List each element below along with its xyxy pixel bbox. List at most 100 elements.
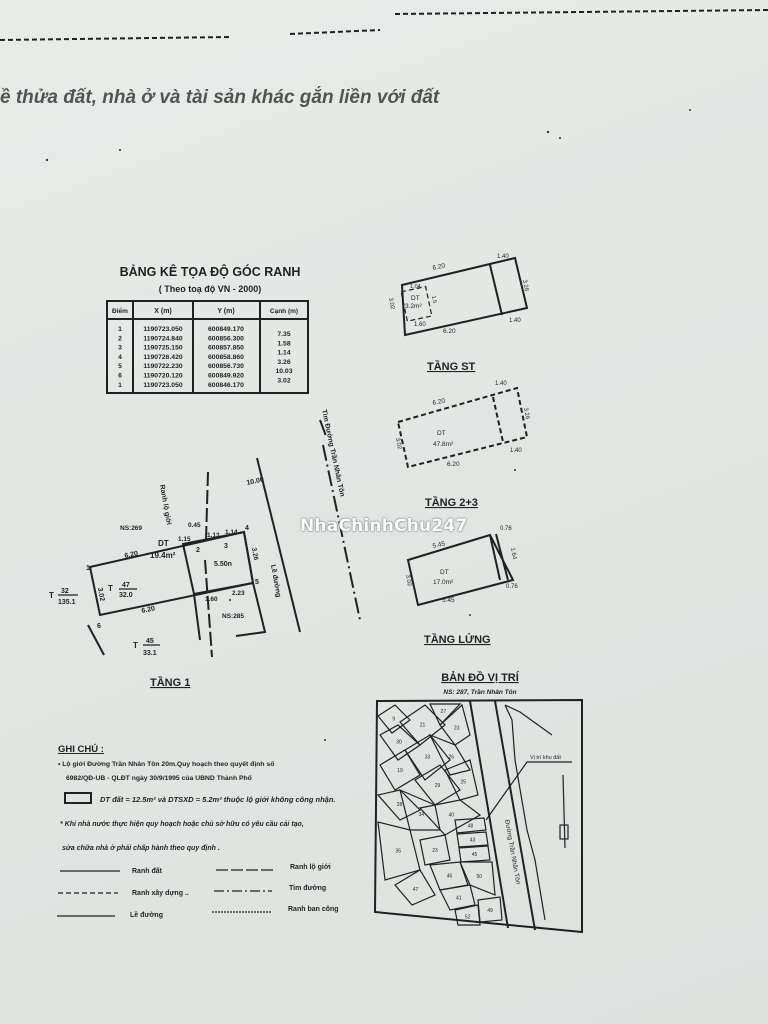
table-cell-point: 5 <box>118 363 122 370</box>
site-label: Vị trí khu đất <box>530 755 561 761</box>
map-parcel <box>459 861 496 896</box>
map-parcel <box>428 733 471 776</box>
legend-ranh-lo-gioi: Ranh lộ giới <box>290 864 331 871</box>
parcel-number: 30 <box>396 739 402 745</box>
point-2: 2 <box>196 547 200 554</box>
st-inner-top: 1.04 <box>410 284 421 290</box>
f23-right: 3.26 <box>522 407 530 420</box>
area-label: DT <box>158 539 169 548</box>
coordinate-table: BẢNG KÊ TỌA ĐỘ GÓC RANH ( Theo toạ độ VN… <box>106 264 309 394</box>
t1-den: 32.0 <box>119 592 133 599</box>
table-cell-point: 2 <box>118 335 122 342</box>
st-inner-side: 1.5 <box>430 295 437 304</box>
table-cell-y: 600849.170 <box>208 326 244 333</box>
f23-area-label: DT <box>437 430 446 437</box>
location-map: BẢN ĐỒ VỊ TRÍ NS: 287, Trần Nhân Tôn 930… <box>373 671 583 934</box>
tang-st-title: TẦNG ST <box>427 360 476 373</box>
parcel-number: 21 <box>420 722 426 728</box>
st-right: 3.26 <box>521 279 529 292</box>
lung-left: 3.02 <box>404 574 412 587</box>
map-parcel <box>439 884 476 911</box>
tang-lung-title: TẦNG LỬNG <box>424 633 491 646</box>
table-cell-point: 6 <box>118 373 122 380</box>
st-inner-bottom: 1.60 <box>414 322 426 328</box>
notes-title: GHI CHÚ : <box>58 743 104 755</box>
legend-le-duong: Lề đường <box>130 910 163 919</box>
svg-text:T: T <box>108 584 113 593</box>
parcel-number: 26 <box>448 754 454 760</box>
table-cell-point: 1 <box>118 382 122 389</box>
st-top-right: 1.40 <box>497 254 509 260</box>
col-header-x: X (m) <box>154 308 172 315</box>
parcel-number: 23 <box>432 848 438 854</box>
parcel-number: 45 <box>472 852 478 858</box>
note-line-5: sửa chữa nhà ở phải chấp hành theo quy đ… <box>62 844 220 852</box>
map-parcel <box>456 831 489 848</box>
table-subtitle: ( Theo toạ độ VN - 2000) <box>159 284 262 294</box>
floor-plan-tang-2-3: DT 47.8m² 6.20 6.20 1.40 1.40 3.26 3.02 … <box>394 381 530 509</box>
ns-285-label: NS:285 <box>222 613 244 620</box>
note-line-3: DT đất = 12.5m² và DTSXD = 5.2m² thuộc l… <box>100 795 336 804</box>
st-left: 3.02 <box>387 297 395 310</box>
map-parcel <box>458 845 491 863</box>
f23-bottom: 6.20 <box>447 461 460 468</box>
lung-bottom: 5.45 <box>442 597 455 604</box>
table-cell-edge: 3.02 <box>277 378 290 385</box>
table-cell-x: 1190723.050 <box>143 326 183 333</box>
dim-160: 1.60 <box>205 596 218 603</box>
table-cell-edge: 10.03 <box>275 368 292 375</box>
tang-1-title: TẦNG 1 <box>150 676 190 689</box>
f23-area-value: 47.8m² <box>433 441 454 448</box>
tile-t-45: T 45 33.1 <box>133 638 160 657</box>
parcel-number: 49 <box>487 908 493 914</box>
map-parcel <box>377 704 411 734</box>
parcel-number: 25 <box>460 779 466 785</box>
parcel-number: 19 <box>397 768 403 774</box>
col-header-point: Điểm <box>112 307 128 315</box>
st-area-value: 3.2m² <box>405 303 422 310</box>
table-cell-edge: 1.58 <box>277 340 290 347</box>
header-text: ề thửa đất, nhà ở và tài sản khác gắn li… <box>0 86 440 108</box>
dim-045: 0.45 <box>188 522 201 529</box>
map-title: BẢN ĐỒ VỊ TRÍ <box>441 671 520 684</box>
top-border-line <box>0 9 768 41</box>
table-cell-y: 600856.300 <box>208 335 244 342</box>
point-6: 6 <box>97 623 101 630</box>
table-cell-edge: 7.35 <box>277 331 290 338</box>
map-parcel <box>454 904 481 926</box>
parcel-number: 48 <box>468 823 474 829</box>
map-parcel <box>454 817 487 834</box>
t3-num: 45 <box>146 638 154 645</box>
lung-bottom-right: 0.76 <box>506 584 518 590</box>
table-cell-point: 3 <box>118 345 122 352</box>
f23-top-right: 1.40 <box>495 381 507 387</box>
map-parcel <box>414 764 461 806</box>
svg-text:T: T <box>49 591 54 600</box>
area-value: 19.4m² <box>150 551 176 560</box>
map-road-label: Đường Trần Nhân Tôn <box>503 819 523 886</box>
legend-ranh-xay-dung: Ranh xây dựng .. <box>132 890 189 897</box>
map-parcel <box>394 869 436 906</box>
parcel-number: 28 <box>397 802 403 808</box>
map-parcel <box>404 734 451 781</box>
t1-num: 47 <box>122 582 130 589</box>
note-line-2: 6982/QĐ-UB - QLĐT ngày 30/9/1995 của UBN… <box>66 774 252 782</box>
legend-tim-duong: Tim đường <box>289 885 326 892</box>
parcel-number: 46 <box>447 874 453 880</box>
dim-223: 2.23 <box>232 590 245 597</box>
dim-115: 1.15 <box>178 536 191 543</box>
map-parcel <box>376 789 422 821</box>
tile-t-47: T 47 32.0 <box>108 582 137 599</box>
table-cell-point: 1 <box>118 326 122 333</box>
map-parcel <box>429 703 462 727</box>
lung-right: 1.64 <box>509 547 517 560</box>
watermark: NhaChinhChu247 <box>300 516 468 536</box>
st-bottom: 6.20 <box>443 328 456 335</box>
st-top: 6.20 <box>432 262 446 272</box>
point-4: 4 <box>245 525 249 532</box>
floor-plan-tang-1: 10.00 Ranh lộ giới Tim Đường Trần Nhân T… <box>49 409 361 689</box>
notes-section: GHI CHÚ : • Lộ giới Đường Trần Nhân Tôn … <box>57 743 339 919</box>
point-1: 1 <box>86 565 90 572</box>
map-parcel <box>439 703 471 746</box>
